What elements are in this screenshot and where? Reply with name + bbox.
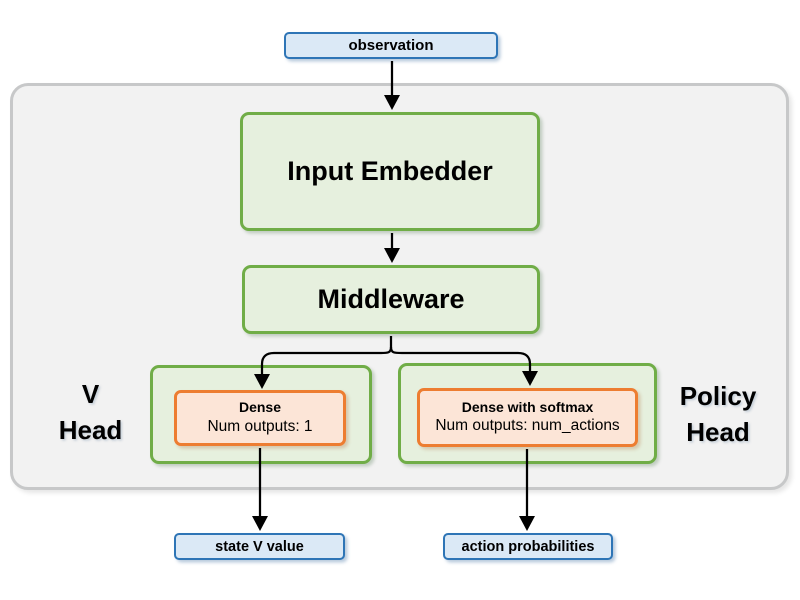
state-v-value-label: state V value [215, 538, 304, 555]
input-embedder-node: Input Embedder [240, 112, 540, 231]
dense-softmax-title: Dense with softmax [461, 398, 594, 415]
middleware-node: Middleware [242, 265, 540, 334]
observation-node: observation [284, 32, 498, 59]
state-v-value-node: state V value [174, 533, 345, 560]
action-probabilities-node: action probabilities [443, 533, 613, 560]
dense-softmax-node: Dense with softmax Num outputs: num_acti… [417, 388, 638, 447]
dense-subtitle: Num outputs: 1 [207, 417, 313, 435]
dense-title: Dense [238, 399, 282, 416]
policy-head-label-line1: Policy [679, 381, 757, 411]
v-head-label: V Head [38, 376, 143, 448]
middleware-label: Middleware [317, 284, 465, 314]
policy-head-label-line2: Head [686, 417, 750, 447]
action-probabilities-label: action probabilities [461, 538, 595, 555]
v-head-label-line2: Head [58, 415, 123, 445]
dense-node: Dense Num outputs: 1 [174, 390, 346, 446]
policy-head-label: Policy Head [659, 378, 777, 450]
input-embedder-label: Input Embedder [287, 156, 493, 186]
dense-softmax-subtitle: Num outputs: num_actions [435, 417, 620, 435]
observation-label: observation [348, 37, 434, 54]
v-head-label-line1: V [81, 379, 100, 409]
